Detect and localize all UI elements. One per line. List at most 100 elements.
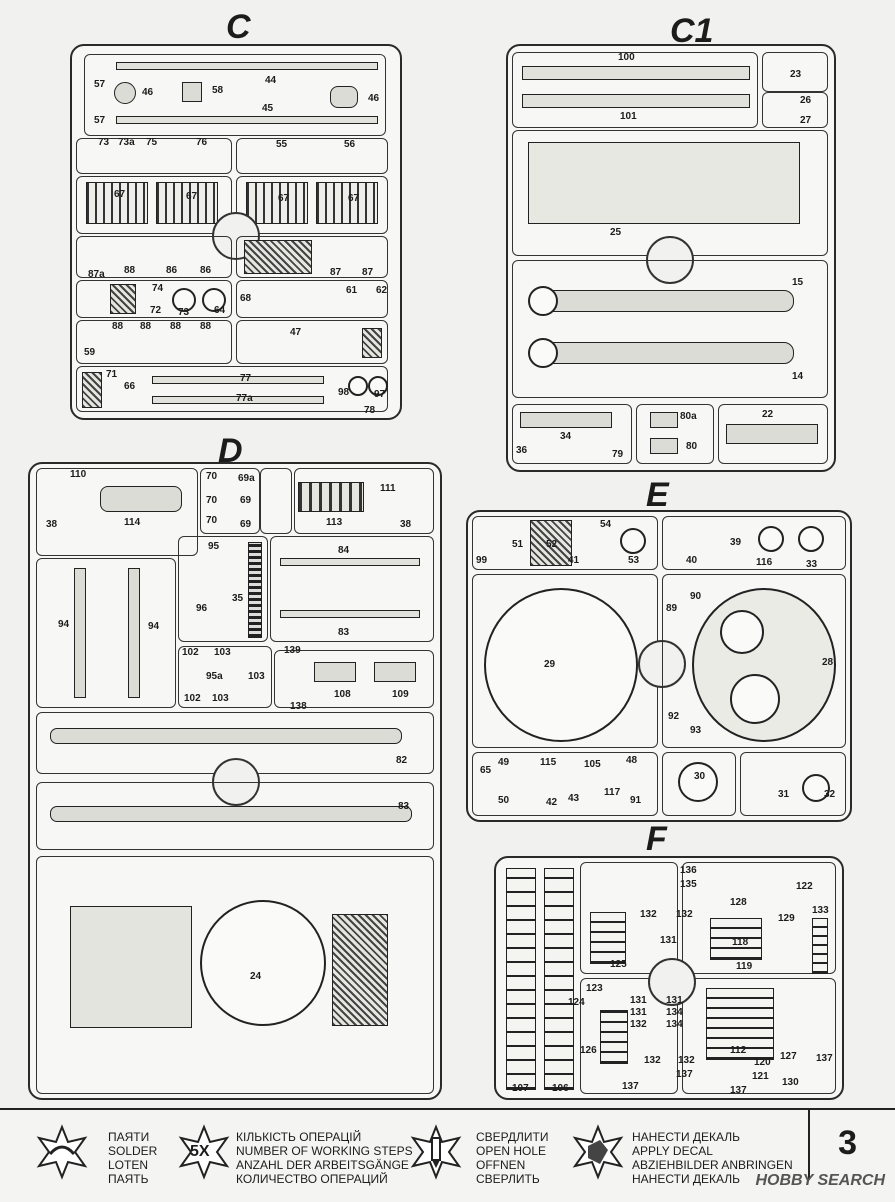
part-97 [368, 376, 388, 396]
label-f-129: 129 [778, 913, 795, 924]
label-e-115: 115 [540, 757, 557, 768]
part-67-a [86, 182, 148, 224]
label-c-77: 77 [240, 373, 252, 384]
label-d-94b: 94 [148, 621, 160, 632]
label-e-51: 51 [512, 539, 524, 550]
part-mesh-c-4 [82, 372, 102, 408]
legend-divider [808, 1110, 810, 1180]
sprue-c-cell-5 [236, 176, 388, 234]
label-c1-100: 100 [618, 52, 635, 63]
label-f-118: 118 [732, 937, 749, 948]
label-c1-26: 26 [800, 95, 812, 106]
label-d-103b: 103 [248, 671, 265, 682]
part-24-turret-ring [200, 900, 326, 1026]
label-f-137a: 137 [816, 1053, 833, 1064]
label-d-103c: 103 [212, 693, 229, 704]
label-d-38b: 38 [400, 519, 412, 530]
label-e-42: 42 [546, 797, 558, 808]
label-f-131b: 131 [630, 995, 647, 1006]
label-d-82: 82 [396, 755, 408, 766]
label-f-130: 130 [782, 1077, 799, 1088]
decal-icon [572, 1124, 624, 1180]
label-d-83: 83 [338, 627, 350, 638]
label-c-61: 61 [346, 285, 358, 296]
part-106-track [544, 868, 574, 1090]
solder-icon [36, 1124, 88, 1180]
part-67-b [156, 182, 218, 224]
label-d-114: 114 [124, 517, 141, 528]
label-e-48: 48 [626, 755, 638, 766]
part-35 [248, 542, 262, 638]
label-d-109: 109 [392, 689, 409, 700]
part-113 [298, 482, 364, 512]
label-d-110: 110 [70, 469, 87, 480]
label-f-134b: 134 [666, 1019, 683, 1030]
label-e-117: 117 [604, 787, 621, 798]
label-f-131: 131 [660, 935, 677, 946]
legend-steps-text: КІЛЬКІСТЬ ОПЕРАЦІЙ NUMBER OF WORKING STE… [236, 1130, 413, 1186]
label-c-86b: 86 [200, 265, 212, 276]
label-f-132a: 132 [640, 909, 657, 920]
part-84 [280, 558, 420, 566]
sprue-c-cell-8 [76, 280, 232, 318]
label-c-73b: 73 [178, 307, 190, 318]
label-f-121: 121 [752, 1071, 769, 1082]
label-c-46: 46 [142, 87, 154, 98]
part-82 [50, 728, 402, 744]
part-45 [116, 116, 378, 124]
part-94-a [74, 568, 86, 698]
label-c-98: 98 [338, 387, 350, 398]
label-c-71: 71 [106, 369, 118, 380]
sprue-e-cell-30 [662, 752, 736, 816]
sprue-c1-cell-80 [636, 404, 714, 464]
label-e-31: 31 [778, 789, 790, 800]
legend-solder-text: ПАЯТИ SOLDER LOTEN ПАЯТЬ [108, 1130, 157, 1186]
label-c-68: 68 [240, 293, 252, 304]
legend-bar: ПАЯТИ SOLDER LOTEN ПАЯТЬ 5X КІЛЬКІСТЬ ОП… [0, 1108, 895, 1202]
label-c-76: 76 [196, 137, 208, 148]
label-c-67c: 67 [278, 193, 290, 204]
legend-decal-line-1: НАНЕСТИ ДЕКАЛЬ [632, 1130, 741, 1144]
label-d-24: 24 [250, 971, 262, 982]
label-e-91: 91 [630, 795, 642, 806]
sprue-c-frame [70, 44, 402, 420]
sprue-d-cell-24 [36, 856, 434, 1094]
sprue-f-cell-1 [580, 862, 678, 974]
label-e-53: 53 [628, 555, 640, 566]
label-d-69b: 69 [240, 495, 252, 506]
label-d-108: 108 [334, 689, 351, 700]
label-d-84: 84 [338, 545, 350, 556]
label-d-70c: 70 [206, 515, 218, 526]
part-94-b [128, 568, 140, 698]
label-f-107: 107 [512, 1083, 529, 1094]
label-e-65: 65 [480, 765, 492, 776]
legend-solder-line-3: LOTEN [108, 1158, 149, 1172]
part-83-side [50, 806, 412, 822]
label-c-45: 45 [262, 103, 274, 114]
part-118 [710, 918, 762, 960]
label-c-87a: 87a [88, 269, 105, 280]
part-46-right [330, 86, 358, 108]
label-c-66: 66 [124, 381, 136, 392]
part-107-track [506, 868, 536, 1090]
label-c1-101: 101 [620, 111, 637, 122]
label-f-132d: 132 [644, 1055, 661, 1066]
sprue-d-cell-102 [178, 646, 272, 708]
legend-decal-text: НАНЕСТИ ДЕКАЛЬ APPLY DECAL ABZIEHBILDER … [632, 1130, 793, 1186]
working-steps-icon-label: 5X [190, 1143, 210, 1160]
part-34 [520, 412, 612, 428]
label-d-96: 96 [196, 603, 208, 614]
sprue-letter-f: F [646, 820, 667, 858]
sprue-c1-cell-22 [718, 404, 828, 464]
label-c1-22: 22 [762, 409, 774, 420]
sprue-e-frame [466, 510, 852, 822]
legend-hole-line-2: OPEN HOLE [476, 1144, 547, 1158]
sprue-d-frame [28, 462, 442, 1100]
part-mesh-c-2 [110, 284, 136, 314]
legend-hole-line-4: СВЕРЛИТЬ [476, 1172, 540, 1186]
sprue-letter-c1: C1 [670, 12, 714, 50]
part-77a [152, 396, 324, 404]
sprue-f-cell-2 [682, 862, 836, 974]
legend-decal-line-4: НАНЕСТИ ДЕКАЛЬ [632, 1172, 741, 1186]
part-32 [802, 774, 830, 802]
